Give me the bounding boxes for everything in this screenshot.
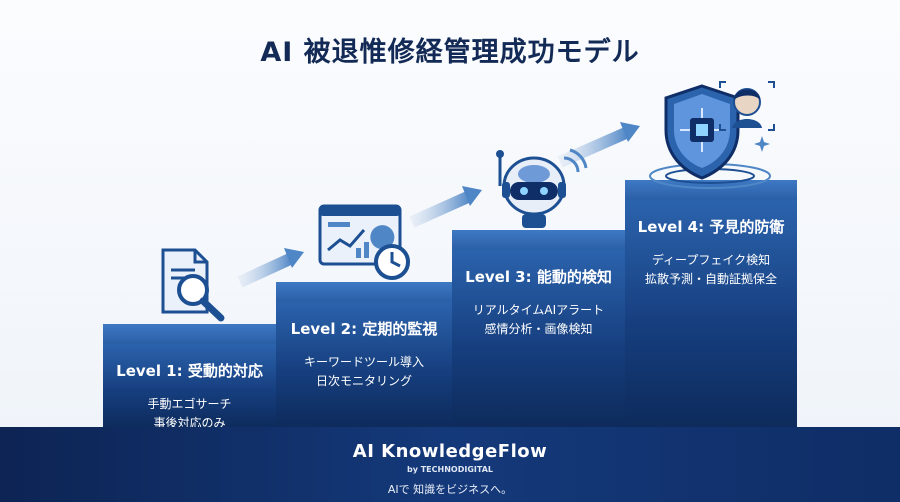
step-1-line-2: 事後対応のみ bbox=[153, 416, 226, 430]
page-title: AI 被退惟修経管理成功モデル bbox=[260, 37, 640, 68]
shield-face-icon bbox=[649, 81, 775, 189]
document-search-icon bbox=[161, 248, 225, 322]
step-level-1: Level 1: 受動的対応 手動エゴサーチ 事後対応のみ bbox=[103, 324, 276, 430]
step-2-line-2: 日次モニタリング bbox=[315, 374, 412, 388]
step-level-2: Level 2: 定期的監視 キーワードツール導入 日次モニタリング bbox=[276, 282, 452, 430]
step-2-line-1: キーワードツール導入 bbox=[303, 355, 424, 369]
step-3-line-2: 感情分析・画像検知 bbox=[484, 322, 593, 336]
step-1-line-1: 手動エゴサーチ bbox=[147, 397, 232, 411]
footer-tagline: AIで 知識をビジネスへ。 bbox=[387, 483, 513, 496]
arrow-1-icon bbox=[237, 248, 304, 288]
arrow-3-icon bbox=[557, 122, 640, 168]
step-1-heading: Level 1: 受動的対応 bbox=[116, 362, 263, 380]
arrow-2-icon bbox=[409, 186, 482, 228]
step-4-heading: Level 4: 予見的防衛 bbox=[637, 218, 785, 236]
step-level-4: Level 4: 予見的防衛 ディープフェイク検知 拡散予測・自動証拠保全 bbox=[625, 180, 797, 430]
footer-byline: by TECHNODIGITAL bbox=[407, 465, 493, 474]
step-2-heading: Level 2: 定期的監視 bbox=[290, 320, 438, 338]
step-4-line-1: ディープフェイク検知 bbox=[651, 253, 771, 267]
step-3-heading: Level 3: 能動的検知 bbox=[465, 268, 612, 286]
footer-brand: AI KnowledgeFlow bbox=[352, 441, 548, 462]
step-level-3: Level 3: 能動的検知 リアルタイムAIアラート 感情分析・画像検知 bbox=[452, 230, 625, 430]
footer-banner: AI KnowledgeFlow by TECHNODIGITAL AIで 知識… bbox=[0, 427, 900, 502]
dashboard-clock-icon bbox=[318, 204, 410, 280]
step-4-line-2: 拡散予測・自動証拠保全 bbox=[644, 272, 777, 286]
step-3-line-1: リアルタイムAIアラート bbox=[472, 303, 605, 317]
robot-icon bbox=[496, 148, 588, 228]
